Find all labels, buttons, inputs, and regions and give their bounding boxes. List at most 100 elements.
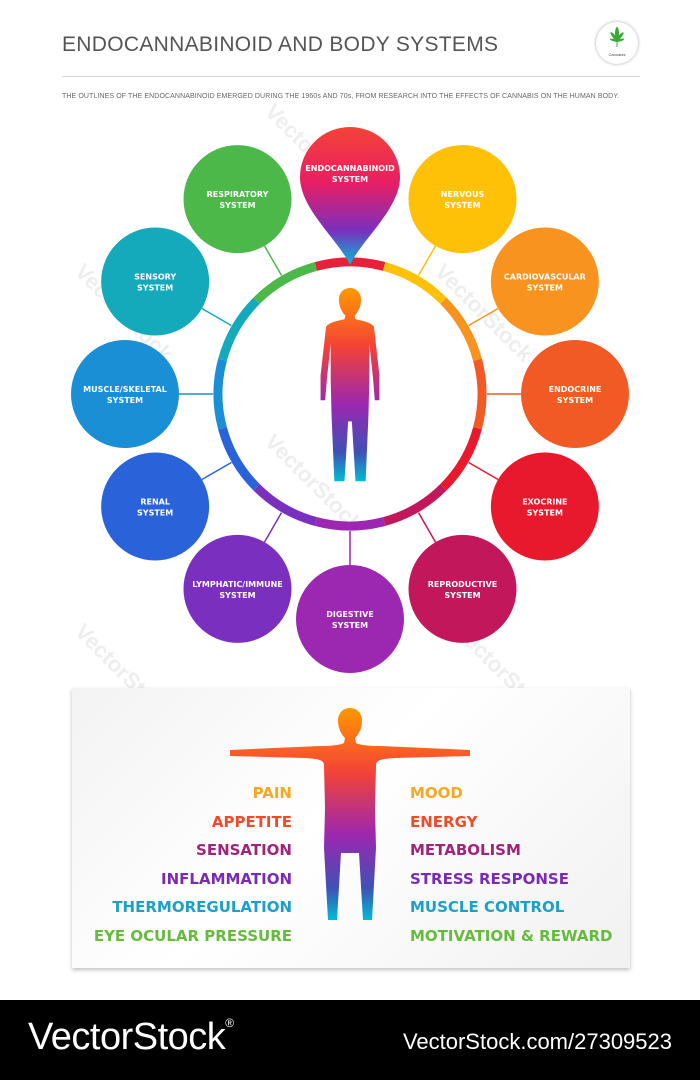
ring-segment [473, 358, 487, 430]
body-silhouette [320, 288, 380, 482]
system-circle [408, 534, 517, 643]
system-label-line: RENAL [140, 498, 170, 507]
cannabis-leaf-icon [609, 27, 625, 47]
system-label-line: SYSTEM [107, 396, 143, 405]
system-circle [183, 145, 292, 254]
cannabis-logo: Cannabis [596, 22, 638, 64]
ring-segment [382, 262, 447, 304]
ring-segment [218, 426, 260, 491]
system-circle [490, 452, 599, 561]
system-circle [71, 340, 179, 448]
system-label: SENSORY SYSTEM [134, 273, 176, 293]
effect-label: INFLAMMATION [161, 869, 292, 888]
system-label-line: SYSTEM [332, 175, 368, 184]
effect-label: EYE OCULAR PRESSURE [93, 926, 292, 945]
connector-line [201, 307, 232, 327]
system-label-line: SYSTEM [137, 509, 173, 518]
footer-bar: VectorStock® VectorStock.com/27309523 [0, 1000, 700, 1080]
connector-line [263, 512, 283, 543]
connector-lines [179, 245, 521, 565]
system-label-line: EXOCRINE [522, 498, 567, 507]
system-node: NERVOUS SYSTEM [408, 145, 517, 254]
central-ring [213, 257, 487, 531]
effect-label: APPETITE [211, 812, 292, 831]
system-label-line: SYSTEM [219, 591, 255, 600]
system-label-line: SYSTEM [527, 284, 563, 293]
footer-image-id: VectorStock.com/27309523 [402, 1029, 672, 1054]
connector-line [468, 461, 499, 481]
system-label-line: DIGESTIVE [326, 610, 374, 619]
system-label-line: MUSCLE/SKELETAL [83, 385, 167, 394]
effect-label: METABOLISM [410, 841, 521, 859]
system-label: CARDIOVASCULAR SYSTEM [504, 273, 586, 293]
system-label: REPRODUCTIVE SYSTEM [428, 580, 498, 600]
system-label: DIGESTIVE SYSTEM [326, 610, 374, 630]
ring-segment [218, 297, 260, 362]
system-node: DIGESTIVE SYSTEM [296, 565, 404, 673]
connector-line [201, 461, 232, 481]
system-node: MUSCLE/SKELETAL SYSTEM [71, 340, 179, 448]
page-title: ENDOCANNABINOID AND BODY SYSTEMS [62, 33, 499, 56]
logo-label: Cannabis [608, 52, 626, 57]
system-circle [101, 452, 210, 561]
human-figure-arms-out [230, 708, 470, 920]
system-node: CARDIOVASCULAR SYSTEM [490, 227, 599, 336]
effect-label: ENERGY [410, 812, 478, 831]
ring-segment [382, 484, 447, 526]
system-label-line: SYSTEM [332, 621, 368, 630]
effect-label: STRESS RESPONSE [410, 869, 569, 888]
system-label-line: RESPIRATORY [207, 190, 269, 199]
body-silhouette-standing [320, 288, 380, 482]
system-label: MUSCLE/SKELETAL SYSTEM [83, 385, 167, 405]
pin-shape [300, 127, 400, 265]
system-circle [296, 565, 404, 673]
system-label-line: ENDOCANNABINOID [305, 164, 395, 173]
ring-segment [440, 297, 482, 362]
effect-label: MOTIVATION & REWARD [410, 926, 613, 945]
page-subtitle: THE OUTLINES OF THE ENDOCANNABINOID EMER… [62, 93, 620, 100]
system-label: NERVOUS SYSTEM [441, 190, 485, 210]
system-label: RENAL SYSTEM [137, 498, 173, 518]
system-node: REPRODUCTIVE SYSTEM [408, 534, 517, 643]
footer-brand: VectorStock® [28, 1016, 234, 1059]
system-label-line: NERVOUS [441, 190, 485, 199]
system-node: LYMPHATIC/IMMUNE SYSTEM [183, 534, 292, 643]
effect-label: THERMOREGULATION [112, 898, 292, 916]
body-silhouette [230, 708, 470, 920]
system-circle [183, 534, 292, 643]
system-label-line: ENDOCRINE [549, 385, 602, 394]
system-label-line: LYMPHATIC/IMMUNE [192, 580, 283, 589]
system-label: ENDOCANNABINOID SYSTEM [305, 164, 395, 184]
system-label: EXOCRINE SYSTEM [522, 498, 567, 518]
system-label-line: REPRODUCTIVE [428, 580, 498, 589]
human-body-figure [320, 288, 380, 482]
connector-line [263, 245, 283, 276]
effect-label: MUSCLE CONTROL [410, 898, 565, 916]
system-label-line: SYSTEM [444, 201, 480, 210]
effect-label: PAIN [252, 784, 292, 802]
system-circle [408, 145, 517, 254]
footer-registered-mark: ® [225, 1016, 234, 1030]
effect-label: MOOD [410, 784, 463, 802]
body-silhouette-arms-out [230, 708, 470, 920]
ring-segment [213, 358, 227, 430]
system-label-line: SYSTEM [137, 284, 173, 293]
system-label-line: SENSORY [134, 273, 176, 282]
infographic-page: VectorStock VectorStock VectorStock Vect… [62, 22, 640, 968]
system-label-line: CARDIOVASCULAR [504, 273, 586, 282]
system-label-line: SYSTEM [444, 591, 480, 600]
system-node: EXOCRINE SYSTEM [490, 452, 599, 561]
connector-line [468, 307, 499, 327]
ring-segment [440, 426, 482, 491]
system-label-line: SYSTEM [527, 509, 563, 518]
system-circle [101, 227, 210, 336]
system-node: RENAL SYSTEM [101, 452, 210, 561]
system-circle [521, 340, 629, 448]
connector-line [417, 245, 437, 276]
